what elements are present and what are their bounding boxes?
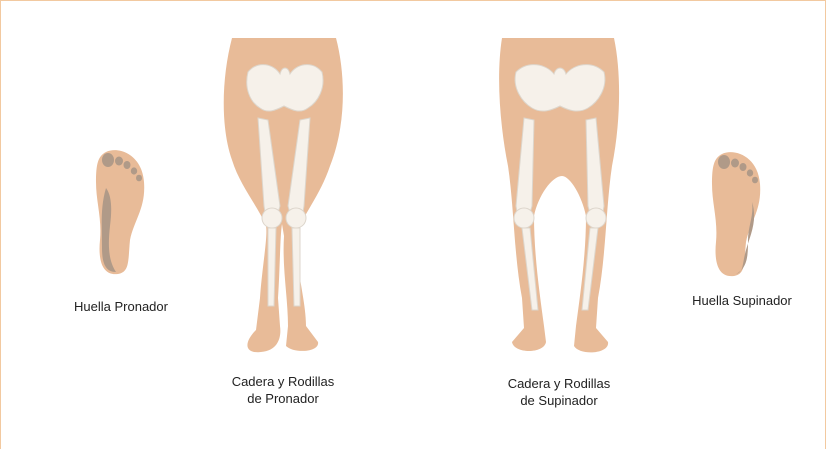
supinator-bones <box>514 65 606 310</box>
supinator-footprint-label: Huella Supinador <box>672 292 812 309</box>
left-tibia <box>268 228 276 306</box>
left-knee <box>262 208 282 228</box>
toe-1 <box>102 153 114 167</box>
footprint-shape <box>712 152 760 276</box>
pronator-legs-label: Cadera y Rodillas de Pronador <box>208 373 358 407</box>
toe-2 <box>115 157 123 166</box>
toe-5 <box>752 177 758 184</box>
toe-5 <box>136 175 142 182</box>
toe-4 <box>747 169 753 176</box>
right-knee <box>586 208 606 228</box>
supinator-legs-label: Cadera y Rodillas de Supinador <box>484 375 634 409</box>
right-knee <box>286 208 306 228</box>
right-tibia <box>292 228 300 306</box>
toe-3 <box>124 161 131 169</box>
pronator-footprint-label: Huella Pronador <box>58 298 184 315</box>
pronator-footprint <box>88 148 150 280</box>
pelvis <box>515 65 605 111</box>
toe-4 <box>131 167 137 174</box>
toe-2 <box>731 159 739 168</box>
supinator-footprint <box>706 150 766 282</box>
left-knee <box>514 208 534 228</box>
toe-3 <box>740 163 747 171</box>
supinator-legs-figure <box>490 36 630 358</box>
footprint-shape <box>96 150 144 274</box>
pelvis <box>247 65 323 111</box>
toe-1 <box>718 155 730 169</box>
pronator-legs-figure <box>218 36 350 354</box>
